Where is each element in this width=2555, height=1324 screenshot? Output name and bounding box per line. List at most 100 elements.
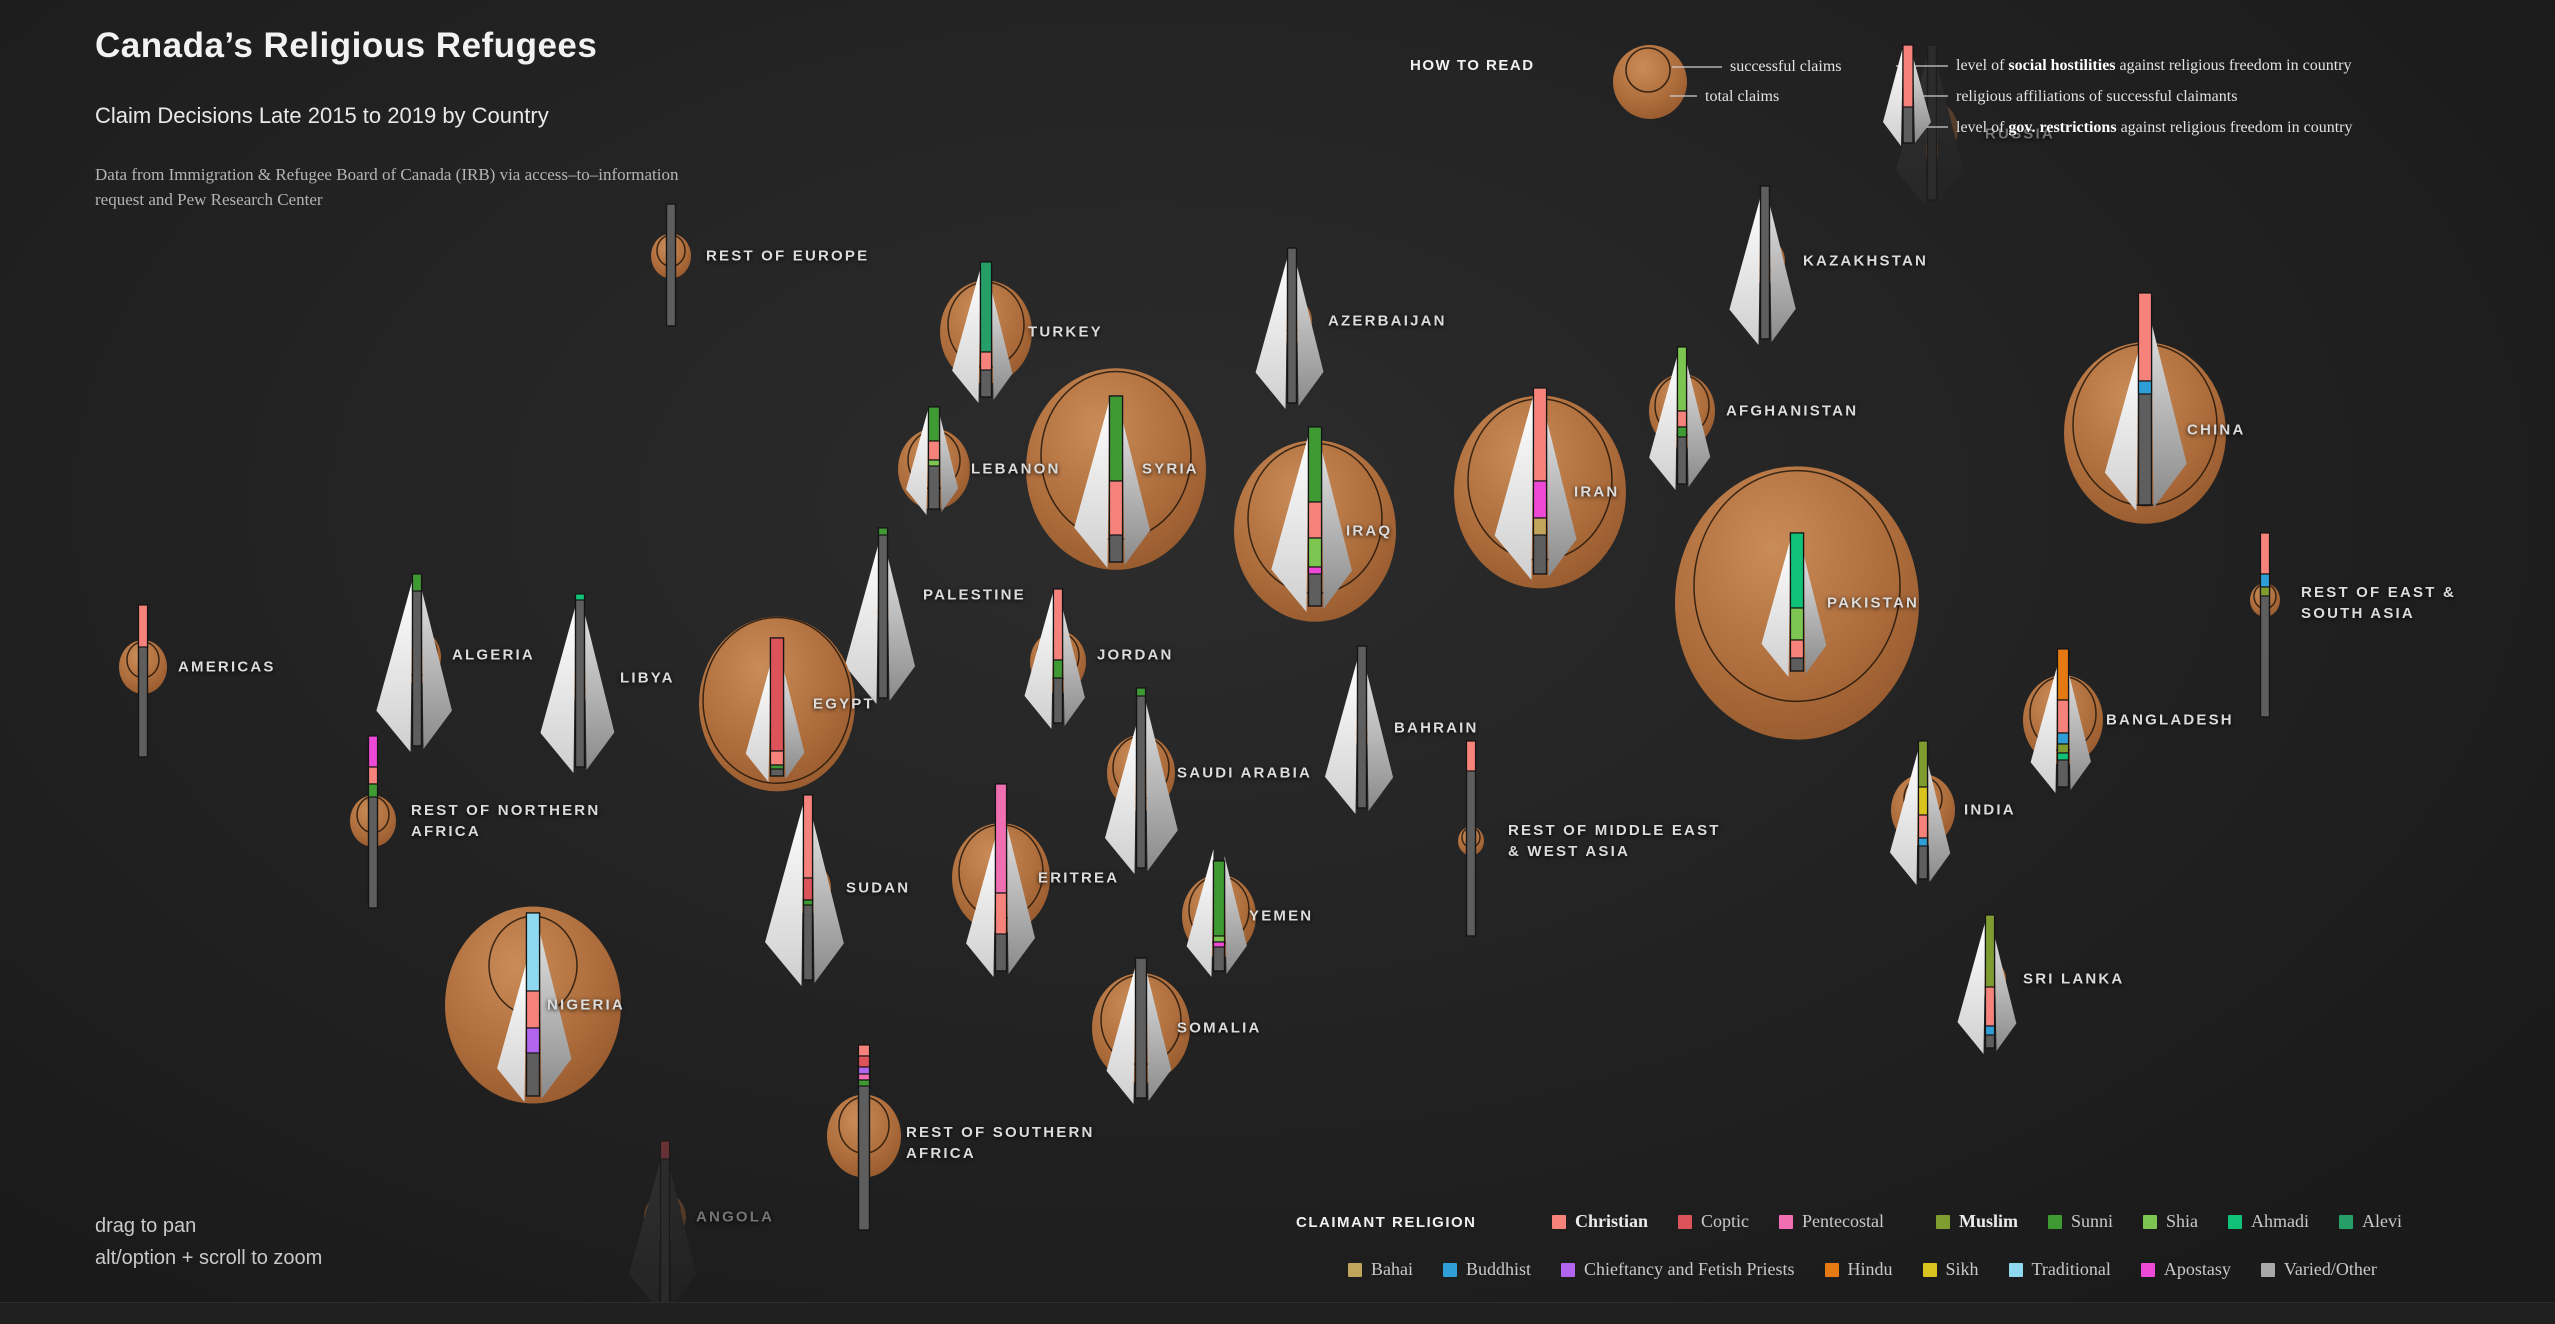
- legend-row-2: Bahai Buddhist Chieftancy and Fetish Pries…: [1348, 1259, 2377, 1280]
- page-subtitle: Claim Decisions Late 2015 to 2019 by Cou…: [95, 103, 549, 128]
- pentecostal-swatch-icon: [1779, 1214, 1794, 1229]
- alevi-swatch-icon: [2339, 1214, 2354, 1229]
- country-glyph-bahrain[interactable]: [1324, 645, 1394, 814]
- legend-item-muslim: Muslim: [1936, 1211, 2018, 1232]
- country-glyph-saudi-arabia[interactable]: [1105, 687, 1178, 874]
- sunni-swatch-icon: [2048, 1214, 2063, 1229]
- how-to-read-demo: [1613, 44, 1948, 146]
- country-glyph-algeria[interactable]: [376, 573, 452, 752]
- country-label-saudi-arabia: SAUDI ARABIA: [1177, 764, 1313, 782]
- legend-successful-claims-label: successful claims: [1730, 58, 1842, 75]
- country-label-afghanistan: AFGHANISTAN: [1726, 402, 1859, 420]
- country-label-rest-of-east-south-asia: REST OF EAST &SOUTH ASIA: [2301, 584, 2456, 622]
- country-glyph-china[interactable]: [2064, 292, 2226, 524]
- country-glyph-lebanon[interactable]: [898, 406, 970, 515]
- christian-swatch-icon: [1552, 1214, 1566, 1229]
- shia-swatch-icon: [2143, 1214, 2158, 1229]
- country-label-jordan: JORDAN: [1097, 646, 1174, 664]
- country-glyph-egypt[interactable]: [699, 616, 855, 792]
- legend-item-traditional: Traditional: [2008, 1259, 2111, 1280]
- country-glyph-yemen[interactable]: [1182, 849, 1256, 977]
- chieftancy-swatch-icon: [1561, 1262, 1576, 1277]
- country-label-somalia: SOMALIA: [1177, 1019, 1262, 1037]
- country-glyph-palestine[interactable]: [844, 527, 916, 704]
- country-glyph-somalia[interactable]: [1092, 957, 1190, 1104]
- country-label-pakistan: PAKISTAN: [1827, 594, 1920, 612]
- country-label-iraq: IRAQ: [1346, 522, 1393, 540]
- other-swatch-icon: [2260, 1262, 2275, 1277]
- page-title: Canada’s Religious Refugees: [95, 26, 598, 65]
- country-glyph-libya[interactable]: [540, 593, 615, 773]
- legend-social-hostilities-label: level of social hostilities against reli…: [1956, 57, 2352, 74]
- legend-religious-affiliations-label: religious affiliations of successful cla…: [1956, 88, 2238, 105]
- country-glyph-sudan[interactable]: [765, 794, 844, 986]
- country-label-bahrain: BAHRAIN: [1394, 719, 1479, 737]
- country-glyph-kazakhstan[interactable]: [1729, 185, 1796, 345]
- country-glyph-sri-lanka[interactable]: [1957, 914, 2017, 1054]
- country-label-syria: SYRIA: [1142, 460, 1199, 478]
- legend-item-shia: Shia: [2143, 1211, 2198, 1232]
- country-glyph-eritrea[interactable]: [952, 783, 1050, 977]
- country-label-rest-of-middle-east-west-asia: REST OF MIDDLE EAST& WEST ASIA: [1508, 822, 1721, 860]
- legend-item-pentecostal: Pentecostal: [1779, 1211, 1884, 1232]
- legend-row-1: Christian Coptic Pentecostal Muslim Sunni Shi…: [1552, 1211, 2402, 1232]
- country-glyph-rest-of-northern-africa[interactable]: [350, 735, 396, 909]
- country-glyph-rest-of-middle-east-west-asia[interactable]: [1458, 740, 1484, 937]
- legend-item-apostasy: Apostasy: [2140, 1259, 2231, 1280]
- country-label-libya: LIBYA: [620, 669, 675, 687]
- legend-item-alevi: Alevi: [2339, 1211, 2402, 1232]
- country-label-sri-lanka: SRI LANKA: [2023, 970, 2125, 988]
- country-glyph-azerbaijan[interactable]: [1255, 247, 1324, 409]
- country-glyph-americas[interactable]: [119, 604, 167, 758]
- country-glyph-india[interactable]: [1889, 740, 1955, 885]
- country-label-angola: ANGOLA: [696, 1208, 775, 1226]
- legend-item-bahai: Bahai: [1348, 1259, 1413, 1280]
- country-label-bangladesh: BANGLADESH: [2106, 711, 2234, 729]
- country-glyph-nigeria[interactable]: [445, 906, 621, 1104]
- country-glyph-bangladesh[interactable]: [2023, 648, 2103, 793]
- country-label-iran: IRAN: [1574, 483, 1620, 501]
- data-source-note: Data from Immigration & Refugee Board of…: [95, 165, 679, 209]
- legend-item-chieftancy: Chieftancy and Fetish Priests: [1561, 1259, 1795, 1280]
- country-label-russia: RUSSIA: [1985, 125, 2055, 143]
- how-to-read-title: HOW TO READ: [1410, 57, 1535, 74]
- legend-item-sunni: Sunni: [2048, 1211, 2113, 1232]
- legend-item-ahmadi: Ahmadi: [2228, 1211, 2309, 1232]
- buddhist-swatch-icon: [1443, 1262, 1457, 1277]
- country-glyph-iran[interactable]: [1454, 387, 1626, 589]
- bahai-swatch-icon: [1348, 1262, 1362, 1277]
- country-glyph-rest-of-east-south-asia[interactable]: [2250, 532, 2280, 718]
- country-glyph-rest-of-southern-africa[interactable]: [827, 1044, 901, 1231]
- country-label-algeria: ALGERIA: [452, 646, 535, 664]
- country-glyph-rest-of-europe[interactable]: [651, 203, 691, 327]
- legend-gov-restrictions-label: level of gov. restrictions against relig…: [1956, 119, 2353, 136]
- country-label-egypt: EGYPT: [813, 695, 875, 713]
- country-label-sudan: SUDAN: [846, 879, 911, 897]
- country-label-india: INDIA: [1964, 801, 2016, 819]
- country-label-rest-of-europe: REST OF EUROPE: [706, 247, 870, 265]
- country-label-nigeria: NIGERIA: [547, 996, 625, 1014]
- country-glyph-pakistan[interactable]: [1675, 466, 1919, 740]
- legend-item-coptic: Coptic: [1678, 1211, 1749, 1232]
- country-glyph-syria[interactable]: [1026, 368, 1206, 570]
- country-glyph-turkey[interactable]: [940, 261, 1032, 403]
- legend-total-claims-label: total claims: [1705, 88, 1780, 105]
- country-glyph-jordan[interactable]: [1024, 588, 1086, 729]
- muslim-swatch-icon: [1936, 1214, 1950, 1229]
- country-label-azerbaijan: AZERBAIJAN: [1328, 312, 1447, 330]
- legend-item-buddhist: Buddhist: [1443, 1259, 1531, 1280]
- claimant-religion-legend-title: CLAIMANT RELIGION: [1296, 1214, 1477, 1231]
- country-glyph-afghanistan[interactable]: [1649, 346, 1715, 490]
- country-label-kazakhstan: KAZAKHSTAN: [1803, 252, 1929, 270]
- country-glyph-iraq[interactable]: [1234, 426, 1396, 622]
- legend-item-christian: Christian: [1552, 1211, 1648, 1232]
- country-glyph-angola[interactable]: [629, 1140, 697, 1310]
- country-label-palestine: PALESTINE: [923, 586, 1026, 604]
- country-label-china: CHINA: [2187, 421, 2246, 439]
- legend-item-hindu: Hindu: [1824, 1259, 1893, 1280]
- traditional-swatch-icon: [2008, 1262, 2023, 1277]
- sikh-swatch-icon: [1922, 1262, 1937, 1277]
